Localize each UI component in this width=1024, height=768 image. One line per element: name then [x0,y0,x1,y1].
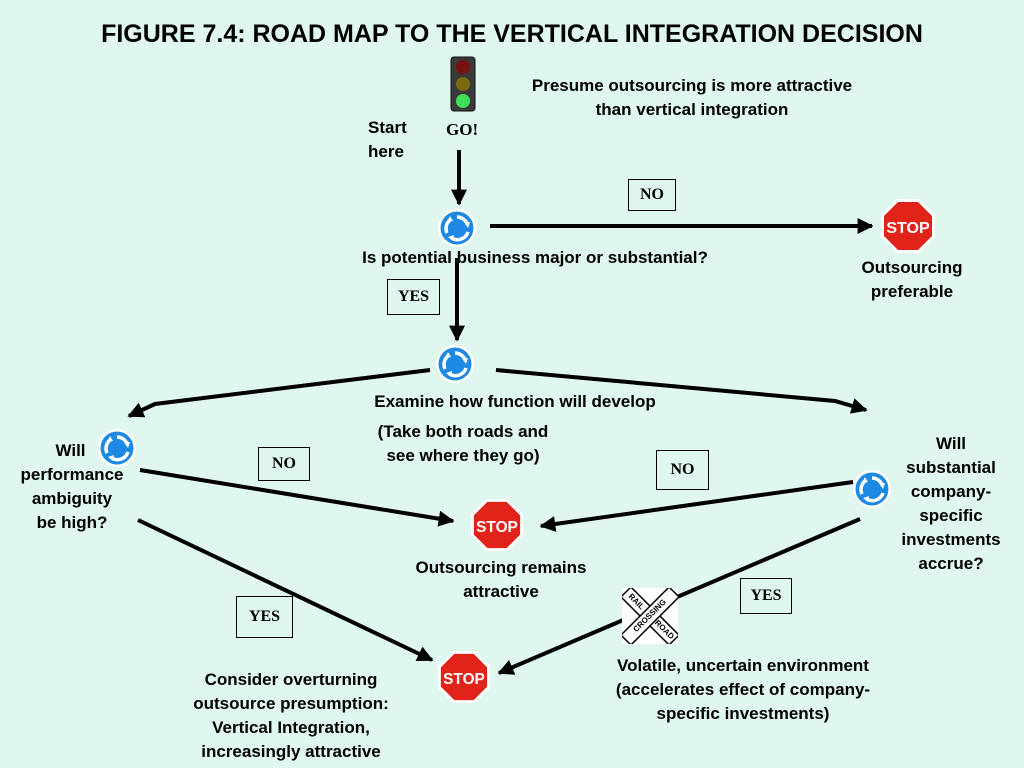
consider-line: Consider overturning [204,670,378,689]
right-question-line: accrue? [918,554,984,573]
roundabout-icon [97,428,137,473]
arrow-left-yes [137,518,434,662]
right-question-line: company- [910,482,992,501]
presume-line: Presume outsourcing is more attractive [531,76,853,95]
consider-line: Vertical Integration, [212,718,370,737]
right-no-box: NO [656,450,709,490]
roundabout-icon [437,208,477,253]
volatile-text: Volatile, uncertain environment (acceler… [580,654,906,726]
volatile-line: specific investments) [656,704,830,723]
left-question-line: performance [20,465,124,484]
arrow-examine-to-right [495,368,868,414]
right-question-line: specific [919,506,983,525]
remains-attractive-text: Outsourcing remains attractive [386,556,616,604]
arrow-right-yes [497,517,861,675]
remains-line: attractive [463,582,539,601]
stop-label: STOP [443,671,485,688]
roundabout-icon [852,469,892,514]
start-line: Start [368,118,407,137]
right-question-line: substantial [906,458,996,477]
right-question-line: Will [935,434,967,453]
presume-line: than vertical integration [595,100,789,119]
figure-title: FIGURE 7.4: ROAD MAP TO THE VERTICAL INT… [101,20,923,48]
presume-text: Presume outsourcing is more attractive t… [480,74,904,122]
outsourcing-preferable-line: Outsourcing [861,258,963,277]
left-question: Will performance ambiguity be high? [4,439,140,535]
left-question-line: ambiguity [31,489,113,508]
left-no-box: NO [258,447,310,481]
start-here-label: Start here [368,116,407,164]
volatile-line: (accelerates effect of company- [615,680,871,699]
left-question-line: be high? [36,513,108,532]
arrow-left-no [139,468,455,527]
railroad-crossing-icon: RAIL ROAD CROSSING [619,585,681,649]
consider-line: outsource presumption: [193,694,389,713]
left-yes-box: YES [236,596,293,638]
outsourcing-preferable-line: preferable [870,282,954,301]
right-question-line: investments [901,530,1001,549]
go-label: GO! [446,120,479,139]
q1-yes-box: YES [387,279,440,315]
examine-text: Examine how function will develop [374,392,656,411]
consider-line: increasingly attractive [201,742,381,761]
stop-sign-icon: STOP [470,498,524,557]
right-question: Will substantial company- specific inves… [886,432,1016,576]
take-both-text: (Take both roads and see where they go) [338,420,588,468]
left-question-line: Will [55,441,86,460]
start-line: here [368,142,404,161]
stop-label: STOP [476,519,518,536]
stop-sign-icon: STOP [880,198,936,259]
take-both-line: see where they go) [386,446,540,465]
q1-no-box: NO [628,179,676,211]
outsourcing-preferable-text: Outsourcing preferable [832,256,992,304]
consider-text: Consider overturning outsource presumpti… [160,668,422,764]
volatile-line: Volatile, uncertain environment [617,656,869,675]
traffic-light-icon [450,56,476,112]
stop-label: STOP [886,220,930,237]
take-both-line: (Take both roads and [377,422,549,441]
right-yes-box: YES [740,578,792,614]
arrow-examine-to-left [127,368,431,418]
stop-sign-icon: STOP [437,650,491,709]
roundabout-icon [435,344,475,389]
arrow-right-no [539,480,854,532]
q1-question: Is potential business major or substanti… [362,248,708,267]
remains-line: Outsourcing remains [415,558,587,577]
